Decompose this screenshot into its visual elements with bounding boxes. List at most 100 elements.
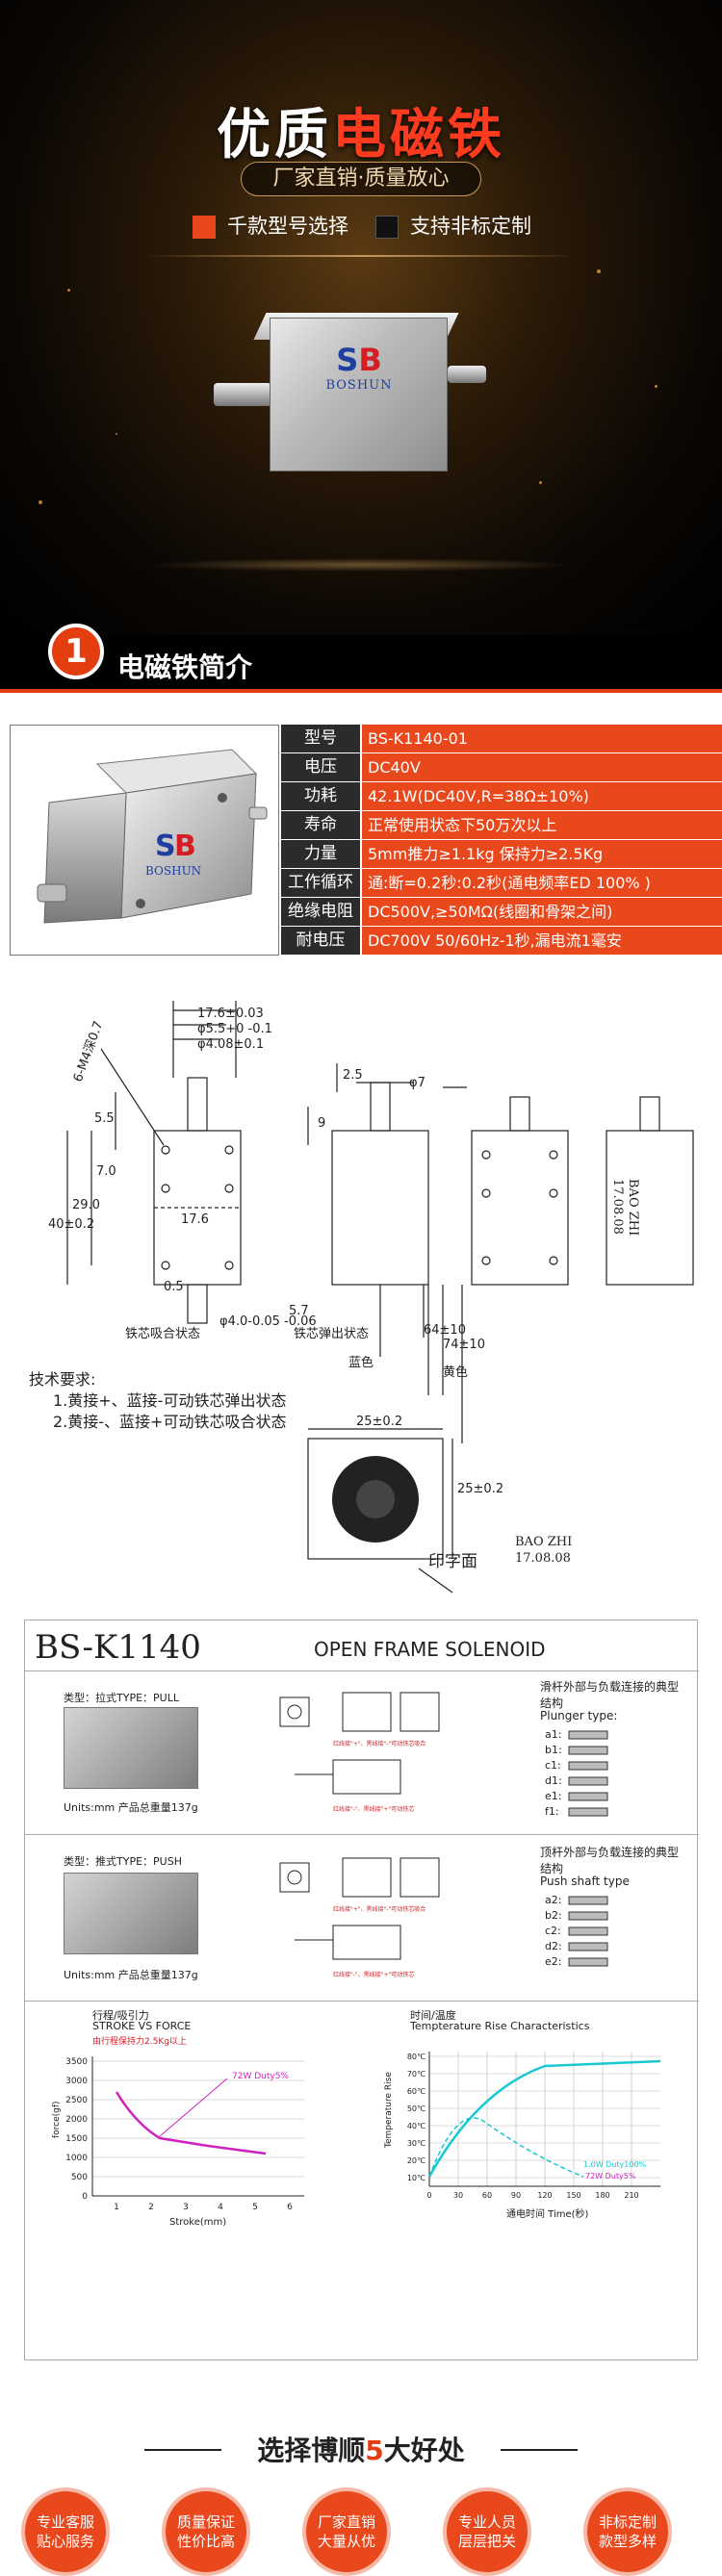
divider: [144, 2449, 221, 2451]
boshun-logo: SB BOSHUN: [325, 342, 393, 393]
sparkle: [597, 269, 601, 273]
svg-text:5: 5: [252, 2203, 258, 2212]
sparkle: [539, 481, 542, 484]
dim-label: 2.5: [343, 1068, 363, 1083]
svg-text:3: 3: [183, 2203, 189, 2212]
svg-text:6: 6: [287, 2203, 293, 2212]
tech-requirement: 2.黄接-、蓝接+可动铁芯吸合状态: [53, 1413, 287, 1431]
hero-subtitle: 厂家直销·质量放心: [241, 162, 481, 196]
dim-label: 17.6: [181, 1212, 209, 1227]
dim-label: 25±0.2: [356, 1415, 403, 1429]
sparkle: [67, 289, 70, 292]
svg-text:30℃: 30℃: [407, 2139, 425, 2148]
plunger-title-en: Plunger type:: [540, 1709, 618, 1722]
section-banner: [0, 635, 722, 693]
svg-text:80℃: 80℃: [407, 2053, 425, 2061]
push-shapes: [568, 1896, 608, 1967]
svg-text:30: 30: [453, 2191, 463, 2200]
svg-text:红线接"-"、黑线接"+"可动铁芯: 红线接"-"、黑线接"+"可动铁芯: [333, 1971, 414, 1978]
spec-row-life: 寿命正常使用状态下50万次以上: [281, 811, 722, 840]
svg-text:Temperature Rise: Temperature Rise: [384, 2072, 394, 2149]
benefit-inspection: 专业人员层层把关: [443, 2487, 531, 2576]
product-photo: S B BOSHUN: [10, 725, 279, 956]
svg-text:70℃: 70℃: [407, 2070, 425, 2079]
datasheet: BS-K1140 OPEN FRAME SOLENOID 类型：拉式TYPE：P…: [24, 1620, 699, 2360]
svg-text:1000: 1000: [65, 2154, 88, 2163]
square-icon: [193, 216, 216, 239]
tech-requirement: 1.黄接+、蓝接-可动铁芯弹出状态: [53, 1391, 287, 1410]
temp-curve-100: [427, 2059, 661, 2178]
push-shaft-title-en: Push shaft type: [540, 1875, 630, 1888]
plunger-title: 滑杆外部与负载连接的典型结构: [540, 1680, 680, 1710]
marking-text: BAO ZHI: [515, 1535, 573, 1549]
svg-text:50℃: 50℃: [407, 2104, 425, 2113]
svg-text:72W Duty5%: 72W Duty5%: [232, 2072, 289, 2081]
svg-text:3000: 3000: [65, 2077, 88, 2086]
pull-drawing: 红线接"+"、黑线接"-"可动铁芯吸合 红线接"-"、黑线接"+"可动铁芯: [279, 1692, 440, 1813]
dim-label: 74±10: [443, 1338, 485, 1352]
hold-note: 由行程保持力2.5Kg以上: [92, 2035, 187, 2047]
dim-label: 5.7: [289, 1304, 309, 1318]
feature-custom: 支持非标定制: [375, 214, 531, 239]
type-pull: 类型：拉式TYPE：PULL: [64, 1692, 179, 1704]
svg-text:210: 210: [624, 2191, 638, 2200]
plunger-item: f1:: [545, 1805, 559, 1818]
svg-text:force(gf): force(gf): [52, 2101, 62, 2138]
svg-text:120: 120: [537, 2191, 552, 2200]
svg-text:72W Duty5%: 72W Duty5%: [585, 2172, 636, 2181]
hero-title: 优质电磁铁: [217, 104, 505, 166]
marking-face-label: 印字面: [428, 1552, 477, 1571]
state-label: 铁芯弹出状态: [294, 1327, 370, 1341]
plunger-item: b1:: [545, 1744, 562, 1756]
benefits-title: 选择博顺5大好处: [257, 2435, 465, 2466]
dim-label: 17.6±0.03: [197, 1007, 264, 1021]
dim-label: 40±0.2: [48, 1217, 95, 1232]
svg-text:90: 90: [511, 2191, 521, 2200]
dim-label: 0.5: [164, 1280, 184, 1294]
push-item: e2:: [545, 1955, 562, 1968]
svg-text:20℃: 20℃: [407, 2156, 425, 2165]
svg-text:红线接"+"、黑线接"-"可动铁芯吸合: 红线接"+"、黑线接"-"可动铁芯吸合: [333, 1740, 425, 1747]
temp-chart-title-en: Tempterature Rise Characteristics: [410, 2020, 590, 2032]
solenoid-shaft: [214, 383, 271, 406]
svg-text:180: 180: [595, 2191, 609, 2200]
dim-label: 7.0: [96, 1164, 116, 1179]
plunger-item: c1:: [545, 1759, 561, 1772]
tech-requirements-title: 技术要求:: [29, 1370, 96, 1389]
units-push: Units:mm 产品总重量137g: [64, 1969, 198, 1981]
solenoid-body: [270, 318, 448, 472]
svg-text:通电时间 Time(秒): 通电时间 Time(秒): [506, 2207, 589, 2220]
type-push: 类型：推式TYPE：PUSH: [64, 1855, 182, 1868]
svg-text:150: 150: [566, 2191, 580, 2200]
divider: [25, 1834, 699, 1835]
svg-text:B: B: [174, 829, 196, 863]
stroke-chart-title-en: STROKE VS FORCE: [92, 2020, 192, 2032]
svg-text:0: 0: [426, 2191, 431, 2200]
svg-text:1: 1: [114, 2203, 119, 2212]
svg-text:红线接"+"、黑线接"-"可动铁芯吸合: 红线接"+"、黑线接"-"可动铁芯吸合: [333, 1905, 425, 1913]
divider: [25, 2001, 699, 2002]
plunger-item: d1:: [545, 1774, 562, 1787]
svg-text:1500: 1500: [65, 2134, 88, 2144]
svg-text:10℃: 10℃: [407, 2174, 425, 2182]
stroke-chart-title: 行程/吸引力: [92, 2009, 149, 2022]
section-title: 电磁铁简介: [117, 651, 253, 683]
push-shaft-title: 顶杆外部与负载连接的典型结构: [540, 1846, 680, 1875]
svg-text:2000: 2000: [65, 2115, 88, 2125]
dim-label: 5.5: [94, 1111, 115, 1126]
svg-text:500: 500: [71, 2173, 88, 2182]
divider: [144, 255, 578, 257]
push-item: a2:: [545, 1894, 562, 1906]
svg-text:2: 2: [148, 2203, 154, 2212]
svg-text:40℃: 40℃: [407, 2122, 425, 2130]
dim-label: φ5.5+0 -0.1: [197, 1022, 272, 1036]
push-item: b2:: [545, 1909, 562, 1922]
dim-label: 9: [318, 1116, 326, 1131]
force-curve: [115, 2091, 267, 2155]
temp-chart-title: 时间/温度: [410, 2009, 456, 2022]
